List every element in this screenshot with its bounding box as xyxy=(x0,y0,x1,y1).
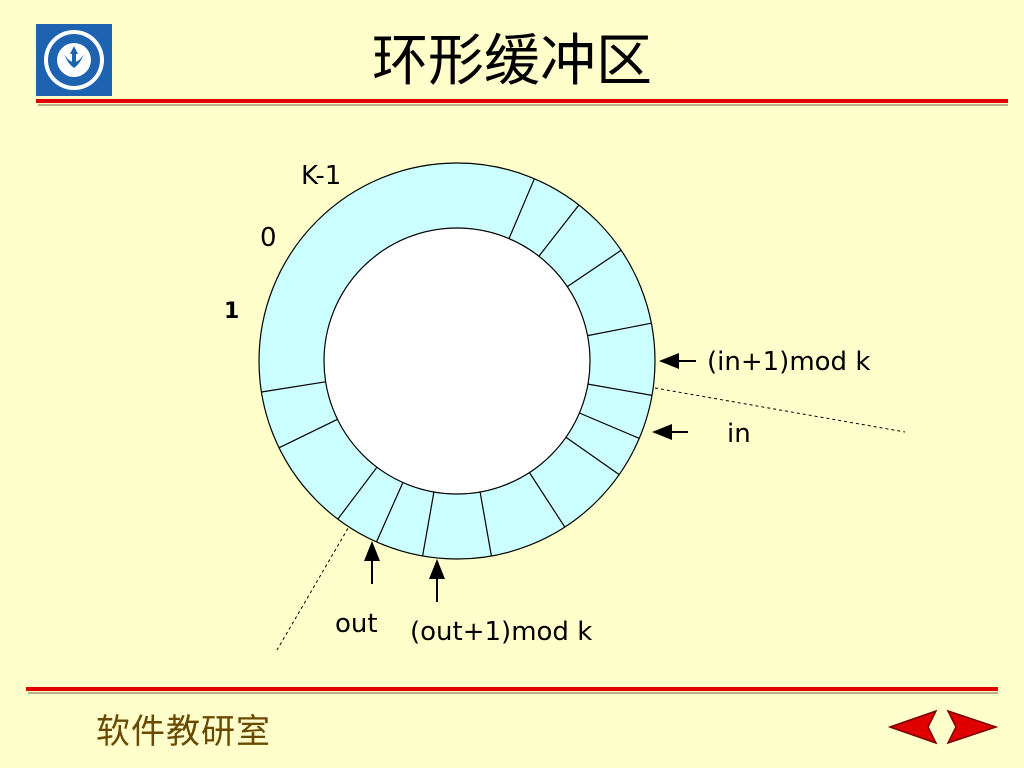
slot-divider xyxy=(538,204,580,257)
slot-divider xyxy=(566,249,622,288)
prev-slide-button[interactable] xyxy=(886,708,938,746)
slot-divider xyxy=(337,466,378,520)
label-k-minus-1: K-1 xyxy=(301,161,341,191)
label-in-next: (in+1)mod k xyxy=(707,347,870,377)
left-arrow-icon xyxy=(887,709,938,745)
label-in: in xyxy=(727,419,751,449)
slot-divider xyxy=(422,491,435,557)
slot-divider xyxy=(278,418,338,449)
slot-divider xyxy=(528,472,566,528)
slot-divider xyxy=(579,412,640,439)
slot-divider xyxy=(375,482,404,543)
right-arrow-icon xyxy=(946,709,999,745)
next-slide-button[interactable] xyxy=(944,708,1000,746)
dashed-guide-out xyxy=(276,517,355,651)
slot-divider xyxy=(587,322,652,337)
slot-dividers xyxy=(261,178,653,557)
slot-divider xyxy=(508,178,535,239)
top-rule-shadow xyxy=(38,104,1008,106)
ring-inner xyxy=(323,227,591,495)
label-out: out xyxy=(335,609,378,639)
top-rule xyxy=(36,99,1008,103)
dashed-guide-in xyxy=(654,387,906,433)
slide-title: 环形缓冲区 xyxy=(372,29,652,94)
slot-divider xyxy=(565,436,620,476)
footer-department: 软件教研室 xyxy=(96,712,271,752)
slot-divider xyxy=(587,383,653,396)
slot-divider xyxy=(479,491,492,557)
label-out-next: (out+1)mod k xyxy=(410,617,592,647)
university-logo xyxy=(36,24,112,96)
slot-divider xyxy=(261,381,326,393)
label-one: 1 xyxy=(224,299,239,324)
bottom-rule-shadow xyxy=(28,692,998,694)
bottom-rule xyxy=(26,687,998,691)
label-zero: 0 xyxy=(260,223,277,253)
